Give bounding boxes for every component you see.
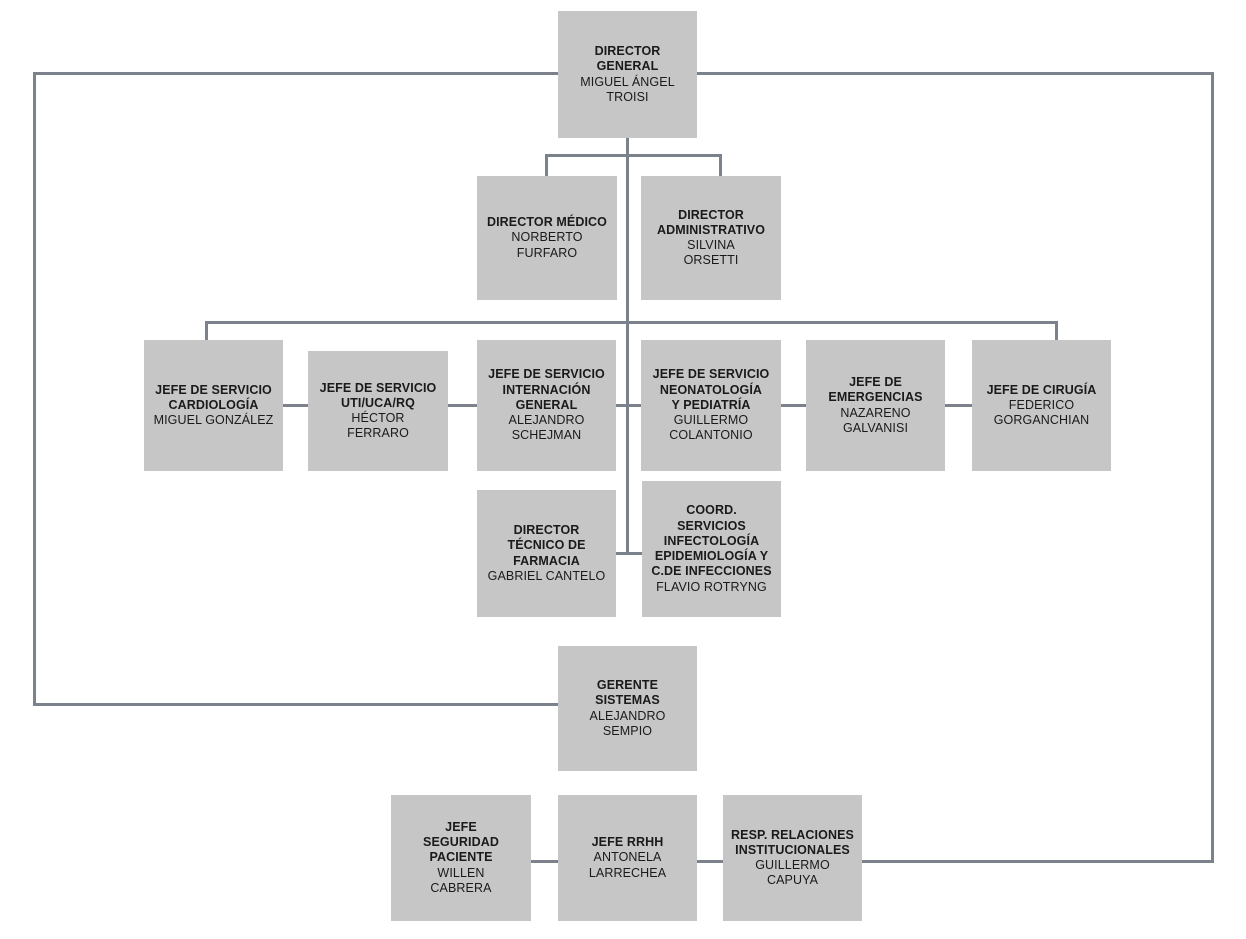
node-person: HÉCTOR FERRARO — [347, 411, 409, 441]
node-title: JEFE DE SERVICIO INTERNACIÓN GENERAL — [488, 367, 605, 412]
node-coord-servicios-infectologia[interactable]: COORD. SERVICIOS INFECTOLOGÍA EPIDEMIOLO… — [642, 481, 781, 617]
node-person: WILLEN CABRERA — [430, 865, 492, 895]
node-title: JEFE DE CIRUGÍA — [986, 382, 1097, 397]
connector-link-neonatologia-emergencias — [781, 404, 807, 407]
node-title: JEFE DE EMERGENCIAS — [828, 375, 923, 405]
connector-level2-drop-administrativo — [719, 154, 722, 178]
node-title: COORD. SERVICIOS INFECTOLOGÍA EPIDEMIOLO… — [651, 503, 772, 579]
connector-link-emergencias-cirugia — [945, 404, 972, 407]
node-person: FEDERICO GORGANCHIAN — [993, 397, 1090, 428]
node-title: GERENTE SISTEMAS — [595, 678, 660, 708]
connector-trunk-main — [626, 138, 629, 554]
node-person: GUILLERMO CAPUYA — [755, 858, 830, 888]
node-director-administrativo[interactable]: DIRECTOR ADMINISTRATIVO SILVINA ORSETTI — [641, 176, 781, 300]
connector-link-internacion-neonatologia — [616, 404, 642, 407]
node-title: DIRECTOR GENERAL — [594, 44, 661, 74]
node-jefe-servicio-uti-uca-rq[interactable]: JEFE DE SERVICIO UTI/UCA/RQ HÉCTOR FERRA… — [308, 351, 448, 471]
node-director-medico[interactable]: DIRECTOR MÉDICO NORBERTO FURFARO — [477, 176, 617, 300]
node-title: JEFE SEGURIDAD PACIENTE — [423, 819, 499, 865]
connector-level2-bus — [545, 154, 722, 157]
connector-level3-bus — [205, 321, 1058, 324]
node-person: NORBERTO FURFARO — [511, 230, 583, 260]
node-jefe-servicio-neonatologia-pediatria[interactable]: JEFE DE SERVICIO NEONATOLOGÍA Y PEDIATRÍ… — [641, 340, 781, 471]
connector-link-uti-internacion — [448, 404, 478, 407]
node-title: RESP. RELACIONES INSTITUCIONALES — [731, 827, 854, 857]
node-person: ALEJANDRO SEMPIO — [589, 708, 666, 738]
connector-link-seguridad-rrhh — [531, 860, 559, 863]
connector-link-cardiologia-uti — [283, 404, 308, 407]
connector-outer-left-vertical — [33, 72, 36, 706]
node-title: JEFE DE SERVICIO UTI/UCA/RQ — [319, 380, 437, 410]
node-person: ANTONELA LARRECHEA — [588, 850, 667, 880]
node-jefe-cirugia[interactable]: JEFE DE CIRUGÍA FEDERICO GORGANCHIAN — [972, 340, 1111, 471]
node-jefe-rrhh[interactable]: JEFE RRHH ANTONELA LARRECHEA — [558, 795, 697, 921]
node-jefe-servicio-cardiologia[interactable]: JEFE DE SERVICIO CARDIOLOGÍA MIGUEL GONZ… — [144, 340, 283, 471]
node-person: SILVINA ORSETTI — [683, 238, 739, 268]
node-title: DIRECTOR ADMINISTRATIVO — [656, 207, 766, 237]
connector-level3-drop-left — [205, 321, 208, 342]
node-person: NAZARENO GALVANISI — [840, 405, 911, 435]
connector-link-rrhh-relaciones — [696, 860, 724, 863]
connector-level2-drop-medico — [545, 154, 548, 178]
node-gerente-sistemas[interactable]: GERENTE SISTEMAS ALEJANDRO SEMPIO — [558, 646, 697, 771]
node-person: MIGUEL ÁNGEL TROISI — [580, 74, 675, 104]
connector-link-farmacia-infectologia — [616, 552, 642, 555]
node-director-general[interactable]: DIRECTOR GENERAL MIGUEL ÁNGEL TROISI — [558, 11, 697, 138]
node-title: DIRECTOR TÉCNICO DE FARMACIA — [507, 523, 586, 568]
node-person: FLAVIO ROTRYNG — [656, 579, 767, 594]
connector-level3-drop-right — [1055, 321, 1058, 342]
node-jefe-emergencias[interactable]: JEFE DE EMERGENCIAS NAZARENO GALVANISI — [806, 340, 945, 471]
node-jefe-seguridad-paciente[interactable]: JEFE SEGURIDAD PACIENTE WILLEN CABRERA — [391, 795, 531, 921]
node-director-tecnico-farmacia[interactable]: DIRECTOR TÉCNICO DE FARMACIA GABRIEL CAN… — [477, 490, 616, 617]
node-title: JEFE DE SERVICIO NEONATOLOGÍA Y PEDIATRÍ… — [652, 367, 770, 412]
node-title: JEFE RRHH — [591, 835, 664, 850]
node-jefe-servicio-internacion-general[interactable]: JEFE DE SERVICIO INTERNACIÓN GENERAL ALE… — [477, 340, 616, 471]
node-title: DIRECTOR MÉDICO — [486, 215, 608, 230]
node-person: GABRIEL CANTELO — [487, 568, 606, 583]
node-person: GUILLERMO COLANTONIO — [669, 413, 753, 443]
connector-outer-right-vertical — [1211, 72, 1214, 863]
connector-outer-right-bottom-rail — [859, 860, 1214, 863]
node-resp-relaciones-institucionales[interactable]: RESP. RELACIONES INSTITUCIONALES GUILLER… — [723, 795, 862, 921]
node-person: ALEJANDRO SCHEJMAN — [508, 413, 585, 443]
connector-outer-left-bottom-rail — [33, 703, 561, 706]
node-person: MIGUEL GONZÁLEZ — [153, 413, 274, 428]
node-title: JEFE DE SERVICIO CARDIOLOGÍA — [155, 382, 272, 412]
